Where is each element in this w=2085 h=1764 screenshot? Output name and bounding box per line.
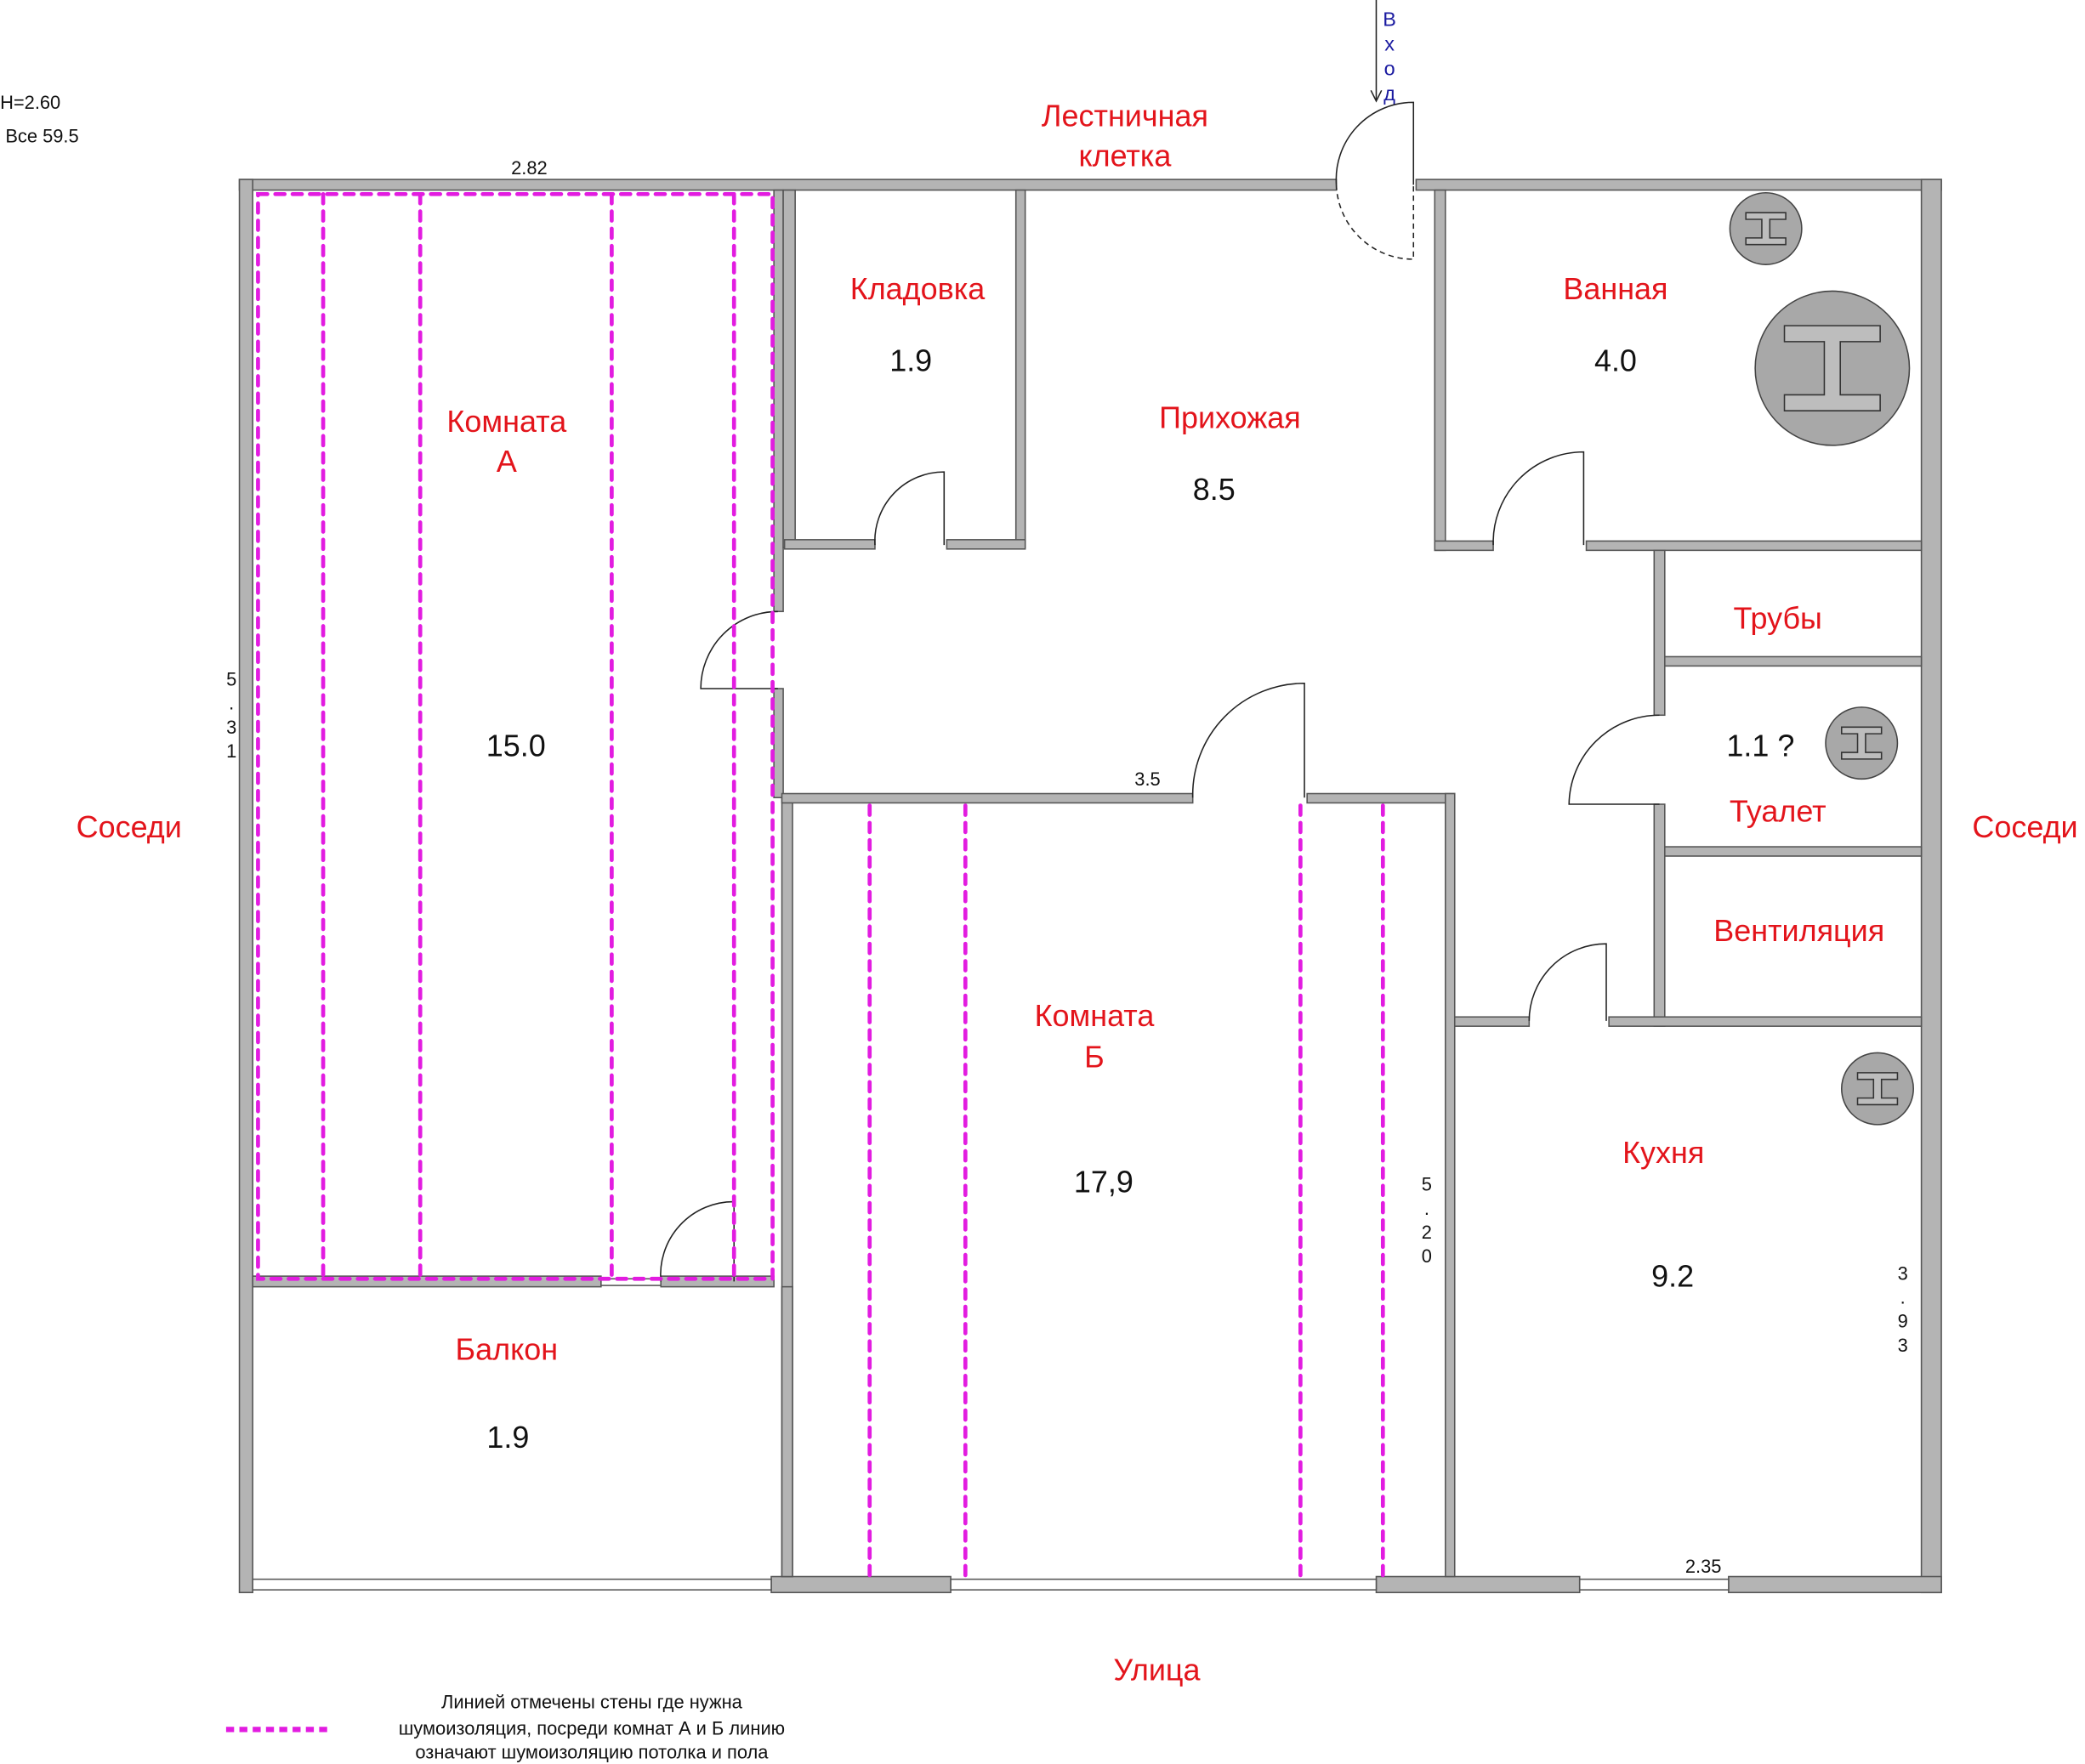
dimension-room-b-right: 5.20 [1416, 1174, 1437, 1270]
pipes-label: Трубы [1734, 601, 1822, 636]
bathtub-riser-icon [1754, 290, 1911, 446]
toilet-area: 1.1 ? [1726, 729, 1794, 763]
stairwell-label-2: клетка [1078, 138, 1171, 173]
bathroom-area: 4.0 [1594, 343, 1637, 377]
kitchen-riser-icon [1840, 1052, 1914, 1126]
balcony-area: 1.9 [486, 1420, 529, 1455]
riser-icon [1729, 191, 1803, 265]
insulation-lines [256, 191, 1385, 1579]
hallway-label: Прихожая [1159, 400, 1301, 435]
room-a-label-1: Комната [446, 404, 566, 439]
doors [660, 101, 1660, 1282]
room-a-area: 15.0 [486, 729, 546, 763]
room-a-label-2: А [497, 444, 517, 479]
fixture-icons [1729, 191, 1914, 1126]
ceiling-height: H=2.60 [0, 92, 60, 113]
storage-label: Кладовка [850, 271, 986, 306]
entrance-arrow [1370, 0, 1383, 103]
room-b-label-1: Комната [1035, 998, 1155, 1033]
entrance-label: Вход [1378, 8, 1400, 107]
total-area: Все 59.5 [5, 125, 78, 146]
dimension-kitchen-bottom: 2.35 [1685, 1556, 1722, 1577]
stairwell-label-1: Лестничная [1042, 99, 1208, 133]
dimension-top-a: 2.82 [511, 157, 548, 179]
ventilation-label: Вентиляция [1713, 913, 1884, 948]
bathroom-label: Ванная [1563, 271, 1667, 306]
dimension-kitchen-right: 3.93 [1892, 1262, 1913, 1358]
neighbors-left-label: Соседи [77, 809, 182, 844]
dimension-left-a: 5.31 [221, 669, 242, 765]
legend-line-3: означают шумоизоляцию потолка и пола [415, 1742, 769, 1763]
walls [238, 179, 1942, 1594]
kitchen-label: Кухня [1622, 1135, 1704, 1170]
street-label: Улица [1113, 1652, 1200, 1687]
storage-area: 1.9 [889, 343, 932, 377]
room-b-area: 17,9 [1074, 1165, 1133, 1200]
dimension-room-b-top: 3.5 [1134, 769, 1160, 790]
kitchen-area: 9.2 [1651, 1259, 1694, 1294]
neighbors-right-label: Соседи [1972, 809, 2077, 844]
balcony-label: Балкон [456, 1332, 559, 1367]
legend-line-2: шумоизоляция, посреди комнат А и Б линию [399, 1718, 785, 1739]
hallway-area: 8.5 [1193, 472, 1236, 507]
room-b-label-2: Б [1084, 1040, 1105, 1075]
toilet-label: Туалет [1730, 793, 1827, 828]
toilet-riser-icon [1825, 706, 1899, 780]
legend-line-1: Линией отмечены стены где нужна [441, 1691, 743, 1712]
